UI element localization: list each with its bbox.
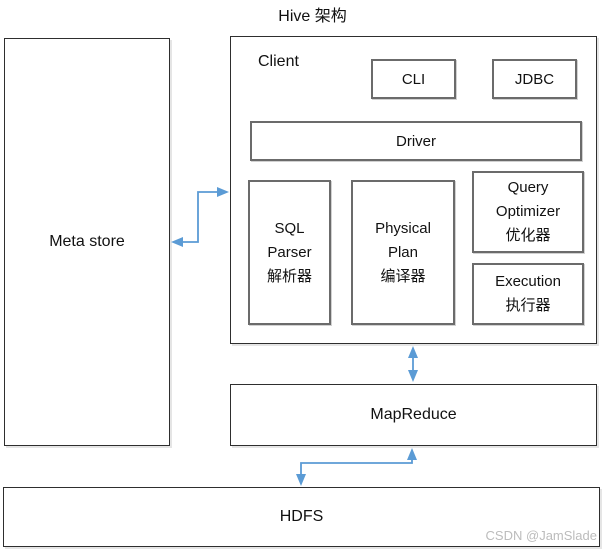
execution-box: Execution 执行器 — [472, 263, 584, 325]
arrow-head-down-icon — [408, 370, 418, 382]
arrow-head-left-icon — [171, 237, 183, 247]
jdbc-box: JDBC — [492, 59, 577, 99]
driver-label: Driver — [396, 132, 436, 150]
arrow-head-right-icon — [217, 187, 229, 197]
cli-box: CLI — [371, 59, 456, 99]
arrow-head-up-icon — [407, 448, 417, 460]
driver-box: Driver — [250, 121, 582, 161]
sql-parser-label: SQL Parser 解析器 — [266, 219, 312, 285]
mapreduce-box: MapReduce — [230, 384, 597, 446]
meta-store-client-connector — [171, 187, 229, 247]
mapreduce-hdfs-connector — [296, 448, 417, 486]
mapreduce-label: MapReduce — [370, 406, 457, 423]
physical-plan-label: Physical Plan 编译器 — [375, 219, 431, 285]
client-label: Client — [258, 53, 299, 70]
sql-parser-box: SQL Parser 解析器 — [248, 180, 331, 325]
meta-store-box: Meta store — [4, 38, 170, 446]
diagram-title: Hive 架构 — [278, 8, 347, 25]
meta-store-label: Meta store — [49, 233, 125, 250]
execution-label: Execution 执行器 — [495, 273, 561, 314]
watermark: CSDN @JamSlade — [485, 528, 597, 543]
arrow-head-up-icon — [408, 346, 418, 358]
query-optimizer-box: Query Optimizer 优化器 — [472, 171, 584, 253]
jdbc-label: JDBC — [514, 70, 555, 88]
physical-plan-box: Physical Plan 编译器 — [351, 180, 455, 325]
client-mapreduce-connector — [408, 346, 418, 382]
cli-label: CLI — [401, 70, 426, 88]
hdfs-box: HDFS — [3, 487, 600, 547]
hdfs-label: HDFS — [279, 508, 324, 525]
query-optimizer-label: Query Optimizer 优化器 — [495, 179, 561, 244]
arrow-head-down-icon — [296, 474, 306, 486]
